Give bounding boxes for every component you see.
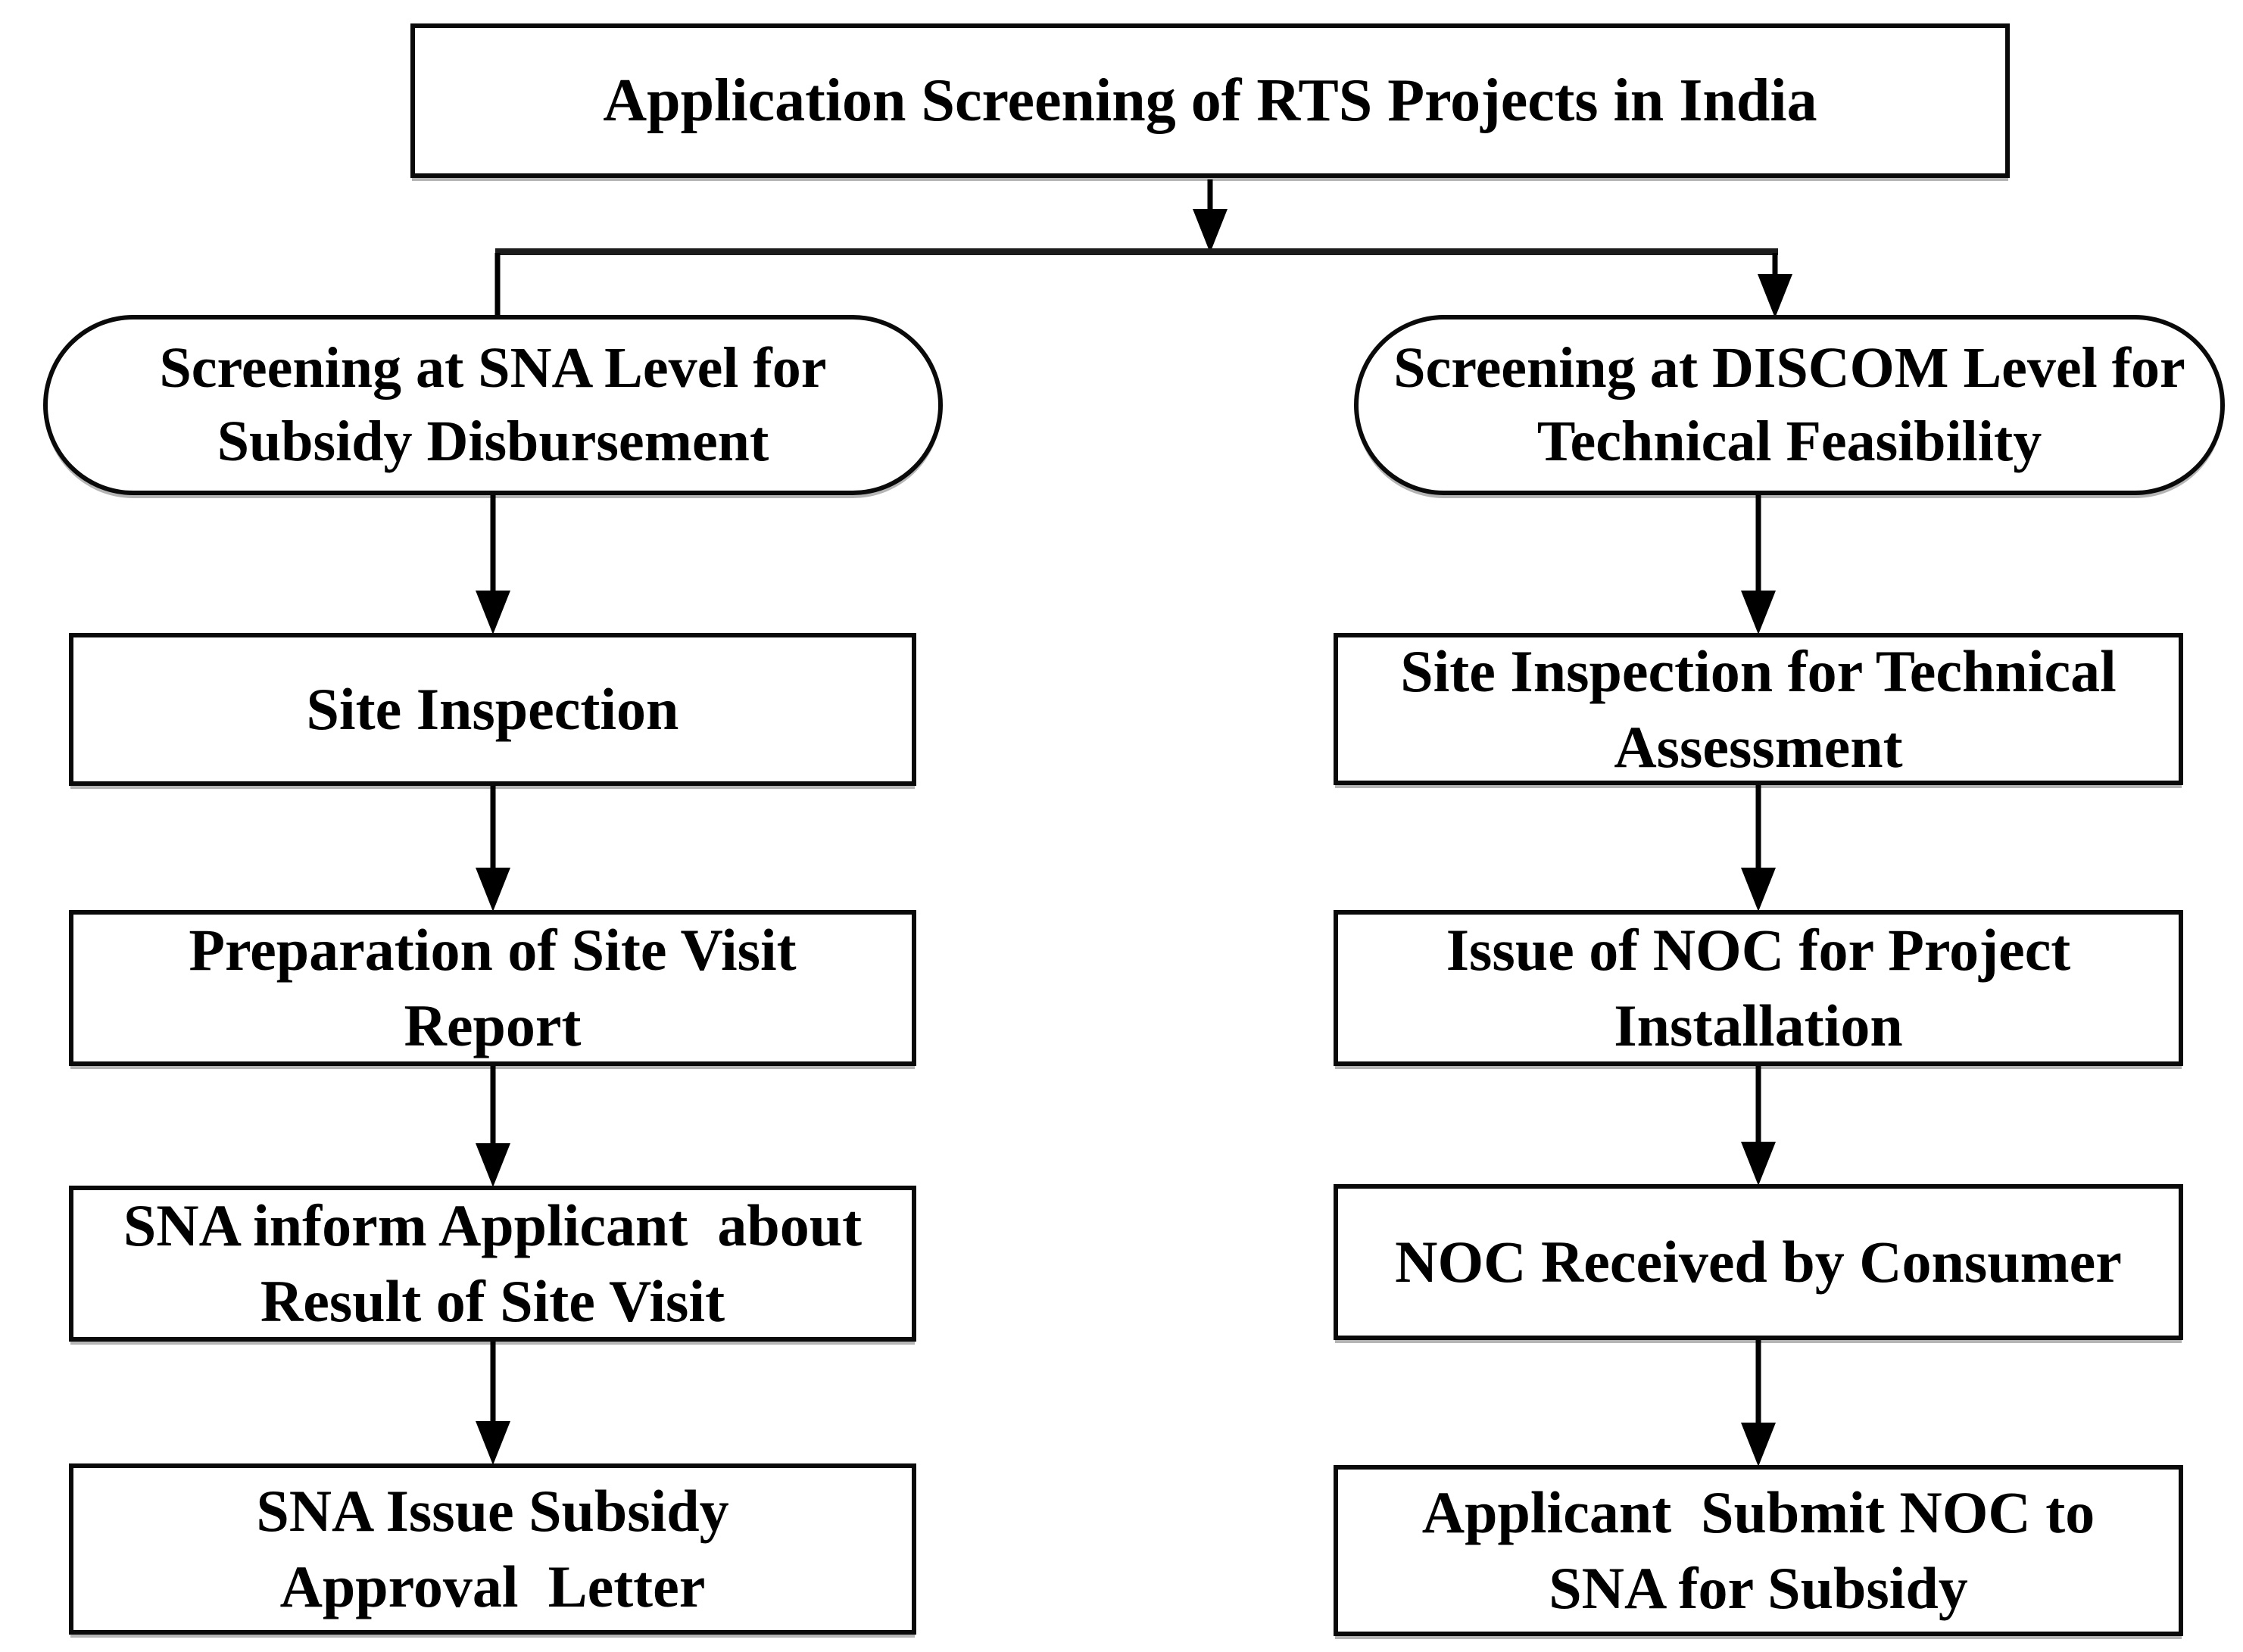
discom-step-3-label: NOC Received by Consumer — [1395, 1229, 2122, 1295]
discom-connector-1-arrowhead-icon — [1741, 591, 1776, 634]
sna-step-2-label: Preparation of Site Visit Report — [189, 917, 797, 1058]
sna-connector-4-line — [490, 1342, 496, 1424]
discom-step-4-node: Applicant Submit NOC to SNA for Subsidy — [1334, 1465, 2183, 1636]
discom-branch-header-node: Screening at DISCOM Level for Technical … — [1354, 315, 2225, 495]
root-label: Application Screening of RTS Projects in… — [603, 67, 1817, 134]
discom-branch-header-label: Screening at DISCOM Level for Technical … — [1393, 335, 2185, 473]
right-branch-drop-line — [1772, 253, 1778, 283]
sna-step-4-node: SNA Issue Subsidy Approval Letter — [69, 1463, 916, 1635]
sna-connector-3-line — [490, 1066, 496, 1146]
discom-step-4-label: Applicant Submit NOC to SNA for Subsidy — [1421, 1479, 2095, 1621]
right-branch-arrowhead-icon — [1758, 274, 1792, 318]
sna-connector-4-arrowhead-icon — [476, 1421, 510, 1465]
sna-step-2-node: Preparation of Site Visit Report — [69, 910, 916, 1066]
sna-connector-1-line — [490, 495, 496, 594]
discom-step-2-node: Issue of NOC for Project Installation — [1334, 910, 2183, 1066]
sna-branch-header-label: Screening at SNA Level for Subsidy Disbu… — [159, 335, 827, 473]
discom-connector-4-line — [1755, 1340, 1761, 1424]
sna-connector-2-arrowhead-icon — [476, 868, 510, 912]
sna-branch-header-node: Screening at SNA Level for Subsidy Disbu… — [43, 315, 943, 495]
discom-connector-2-arrowhead-icon — [1741, 868, 1776, 912]
sna-step-1-label: Site Inspection — [306, 676, 679, 743]
discom-connector-3-arrowhead-icon — [1741, 1142, 1776, 1186]
root-stem-arrowhead-icon — [1193, 209, 1228, 253]
discom-connector-1-line — [1755, 495, 1761, 594]
sna-connector-1-arrowhead-icon — [476, 591, 510, 634]
discom-step-1-node: Site Inspection for Technical Assessment — [1334, 633, 2183, 785]
root-stem-line — [1207, 179, 1213, 216]
sna-step-3-label: SNA inform Applicant about Result of Sit… — [123, 1192, 863, 1334]
sna-step-3-node: SNA inform Applicant about Result of Sit… — [69, 1186, 916, 1342]
sna-step-1-node: Site Inspection — [69, 633, 916, 786]
root-node: Application Screening of RTS Projects in… — [410, 23, 2010, 178]
discom-step-2-label: Issue of NOC for Project Installation — [1446, 917, 2071, 1058]
sna-connector-3-arrowhead-icon — [476, 1143, 510, 1187]
discom-connector-3-line — [1755, 1066, 1761, 1145]
discom-step-1-label: Site Inspection for Technical Assessment — [1400, 637, 2117, 780]
discom-connector-2-line — [1755, 785, 1761, 871]
discom-connector-4-arrowhead-icon — [1741, 1423, 1776, 1467]
left-branch-drop-line — [494, 253, 501, 318]
branch-split-line — [495, 248, 1778, 255]
discom-step-3-node: NOC Received by Consumer — [1334, 1184, 2183, 1340]
sna-connector-2-line — [490, 786, 496, 871]
sna-step-4-label: SNA Issue Subsidy Approval Letter — [256, 1478, 729, 1619]
